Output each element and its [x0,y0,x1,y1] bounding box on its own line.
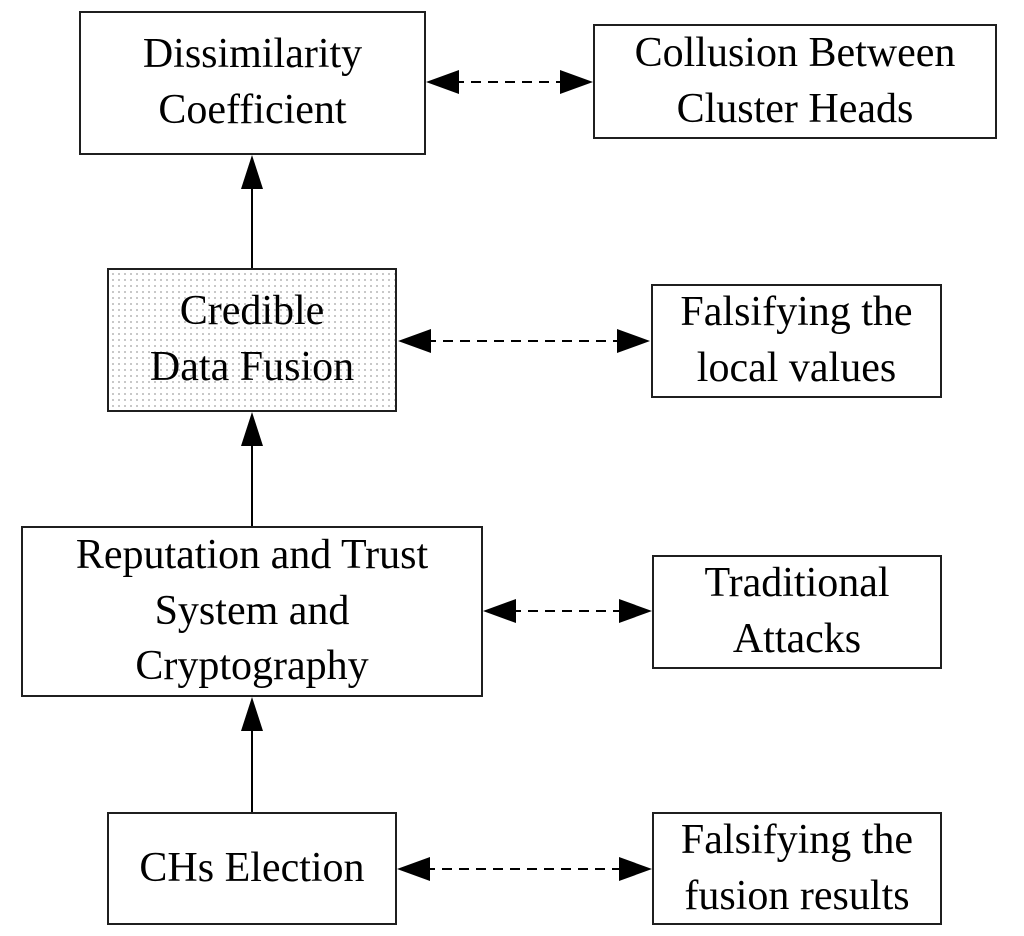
node-credible-data-fusion: Credible Data Fusion [107,268,397,412]
node-traditional-attacks: Traditional Attacks [652,555,942,669]
node-reputation-trust-cryptography: Reputation and Trust System and Cryptogr… [21,526,483,697]
node-dissimilarity-coefficient: Dissimilarity Coefficient [79,11,426,155]
node-falsifying-fusion-results: Falsifying the fusion results [652,812,942,925]
dashed-arrow-dissimilarity-collusion [426,70,593,94]
dashed-arrow-credible-falsifylocal [398,329,650,353]
node-falsifying-local-values: Falsifying the local values [651,284,942,398]
arrow-up-reputation-to-credible [241,412,263,526]
dashed-arrow-chselection-falsifyfusion [397,857,652,881]
dashed-arrow-reputation-traditional [483,599,652,623]
node-chs-election: CHs Election [107,812,397,925]
arrow-up-chselection-to-reputation [241,697,263,812]
arrow-up-credible-to-dissimilarity [241,155,263,268]
node-collusion-between-cluster-heads: Collusion Between Cluster Heads [593,24,997,139]
